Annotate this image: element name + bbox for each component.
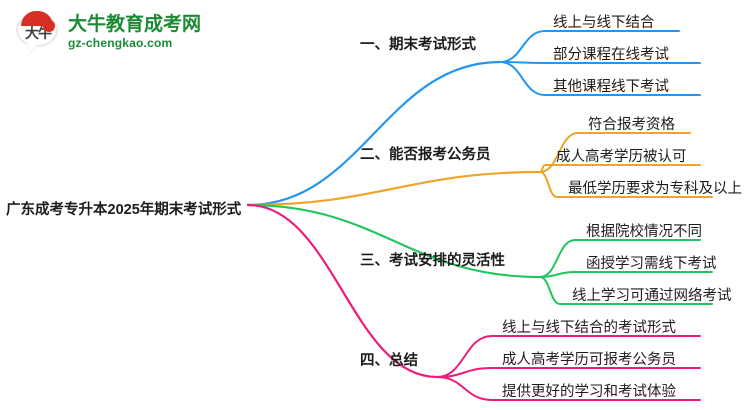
leaf-label-4-2: 成人高考学历可报考公务员 [502, 352, 676, 368]
connector-line [246, 203, 439, 379]
logo-cap-dot [43, 20, 55, 32]
leaf-label-1-2: 部分课程在线考试 [553, 47, 669, 63]
connector-line [539, 171, 713, 198]
logo-mark-icon: 大牛 [14, 10, 62, 54]
connector-line [539, 164, 701, 173]
leaf-label-2-2: 成人高考学历被认可 [556, 149, 687, 165]
connector-line [436, 376, 701, 401]
branch-label-4: 四、总结 [360, 353, 418, 369]
connector-line [539, 239, 701, 278]
leaf-label-3-2: 函授学习需线下考试 [586, 256, 717, 272]
logo-title: 大牛教育成考网 [68, 13, 202, 35]
root-node-label: 广东成考专升本2025年期末考试形式 [6, 202, 242, 218]
branch-label-1: 一、期末考试形式 [360, 37, 476, 53]
connector-line [436, 367, 701, 378]
connector-line [539, 276, 713, 305]
connector-line [246, 203, 542, 279]
leaf-label-2-3: 最低学历要求为专科及以上 [568, 181, 742, 197]
connector-line [246, 170, 542, 207]
leaf-label-4-1: 线上与线下结合的考试形式 [502, 320, 676, 336]
leaf-label-1-3: 其他课程线下考试 [553, 79, 669, 95]
branch-label-2: 二、能否报考公务员 [360, 147, 491, 163]
leaf-label-1-1: 线上与线下结合 [553, 15, 655, 31]
leaf-label-3-3: 线上学习可通过网络考试 [572, 288, 732, 304]
connector-line [539, 132, 691, 173]
leaf-label-4-3: 提供更好的学习和考试体验 [502, 384, 676, 400]
logo-bubble-tail [26, 43, 38, 52]
logo-subtitle: gz-chengkao.com [68, 35, 173, 50]
leaf-label-3-1: 根据院校情况不同 [586, 224, 702, 240]
connector-line [499, 61, 701, 96]
branch-label-3: 三、考试安排的灵活性 [360, 253, 505, 269]
connector-line [246, 60, 502, 207]
leaf-label-2-1: 符合报考资格 [588, 117, 675, 133]
logo-text-block: 大牛教育成考网 gz-chengkao.com [68, 13, 202, 50]
connector-line [499, 30, 680, 63]
connector-line [436, 335, 701, 378]
site-logo: 大牛 大牛教育成考网 gz-chengkao.com [14, 8, 204, 56]
connector-line [539, 271, 713, 278]
